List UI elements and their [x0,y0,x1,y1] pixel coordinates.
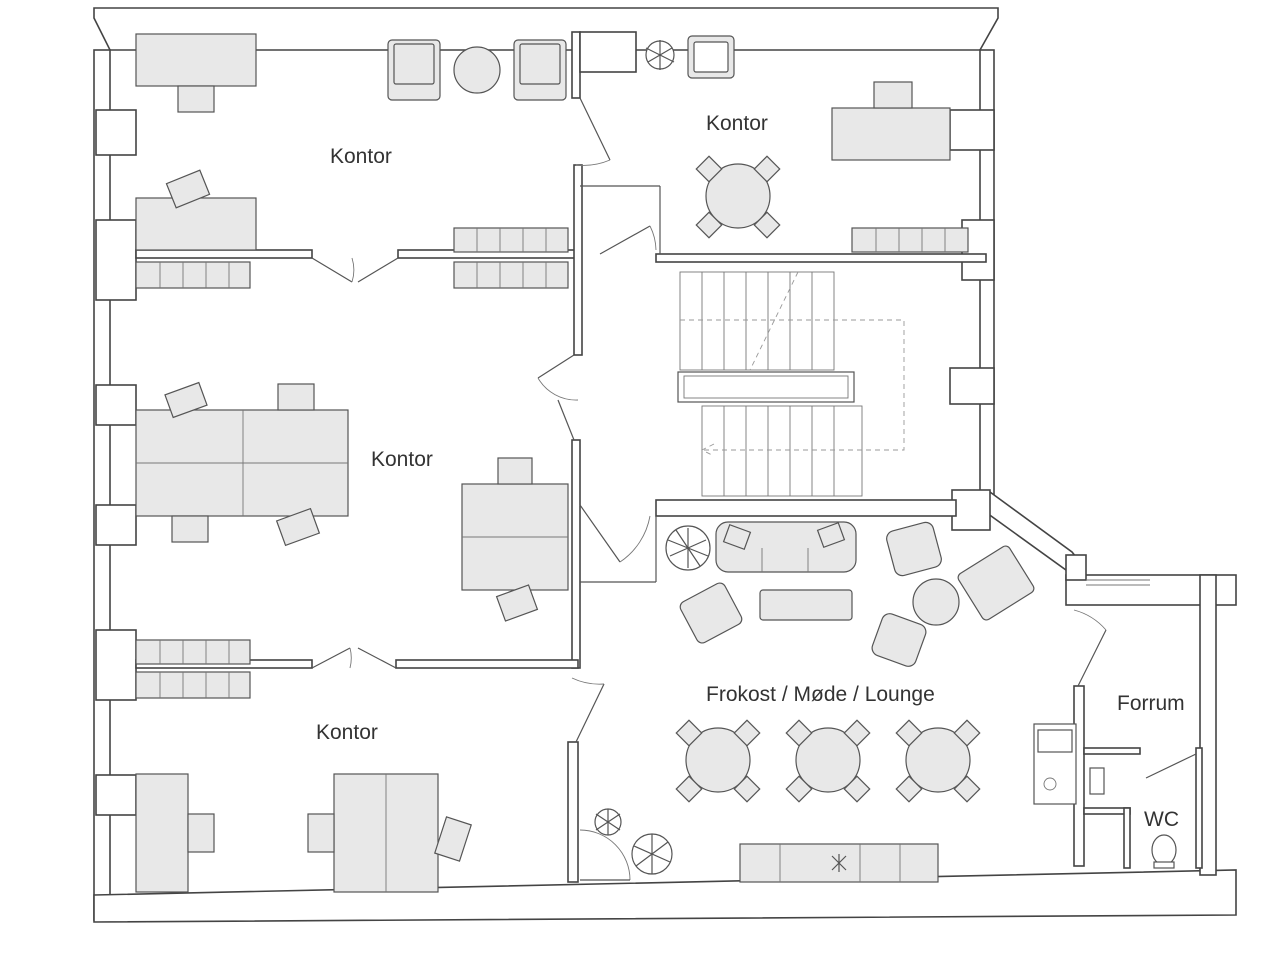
label-wc: WC [1144,808,1179,831]
label-entry: Forrum [1117,692,1185,715]
label-office-bottom: Kontor [316,721,378,744]
room-labels: Kontor Kontor Kontor Kontor Frokost / Mø… [316,112,1185,831]
window-bays [95,109,1150,816]
lounge-furniture [594,521,1035,883]
office-top-left-furniture [135,33,569,289]
label-office-middle: Kontor [371,448,433,471]
interior-walls [135,31,1203,883]
doors [311,97,1197,881]
label-lounge: Frokost / Møde / Lounge [706,683,935,706]
office-bottom-furniture [135,773,472,893]
label-office-top-right: Kontor [706,112,768,135]
wc-fixtures [1033,723,1177,869]
office-top-right-furniture [645,35,969,253]
label-office-top-left: Kontor [330,145,392,168]
staircase [677,271,905,497]
office-middle-furniture [135,381,569,699]
